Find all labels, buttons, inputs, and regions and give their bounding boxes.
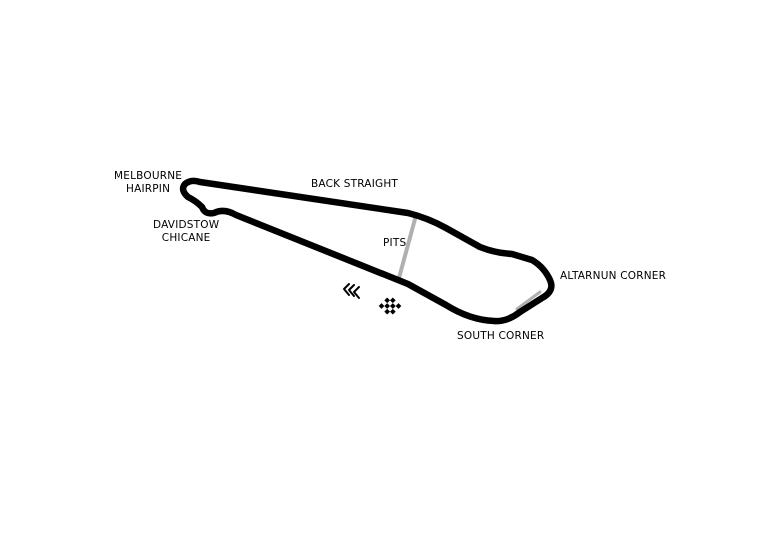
south-corner-label: SOUTH CORNER bbox=[457, 330, 545, 342]
direction-arrows-icon bbox=[343, 283, 360, 299]
pits-label: PITS bbox=[383, 237, 407, 249]
melbourne-hairpin-label: MELBOURNE HAIRPIN bbox=[114, 170, 182, 196]
davidstow-chicane-label: DAVIDSTOW CHICANE bbox=[153, 219, 219, 245]
checkered-flag-icon bbox=[378, 294, 402, 318]
track-outline bbox=[179, 177, 555, 325]
pit-lane bbox=[397, 217, 542, 311]
melbourne-hairpin-label-line-1: MELBOURNE bbox=[114, 170, 183, 182]
altarnun-corner-label: ALTARNUN CORNER bbox=[560, 270, 667, 282]
back-straight-label: BACK STRAIGHT bbox=[311, 178, 399, 190]
melbourne-hairpin-label-line-2: HAIRPIN bbox=[125, 183, 171, 195]
davidstow-chicane-label-line-1: DAVIDSTOW bbox=[153, 219, 220, 231]
davidstow-chicane-label-line-2: CHICANE bbox=[161, 232, 211, 244]
